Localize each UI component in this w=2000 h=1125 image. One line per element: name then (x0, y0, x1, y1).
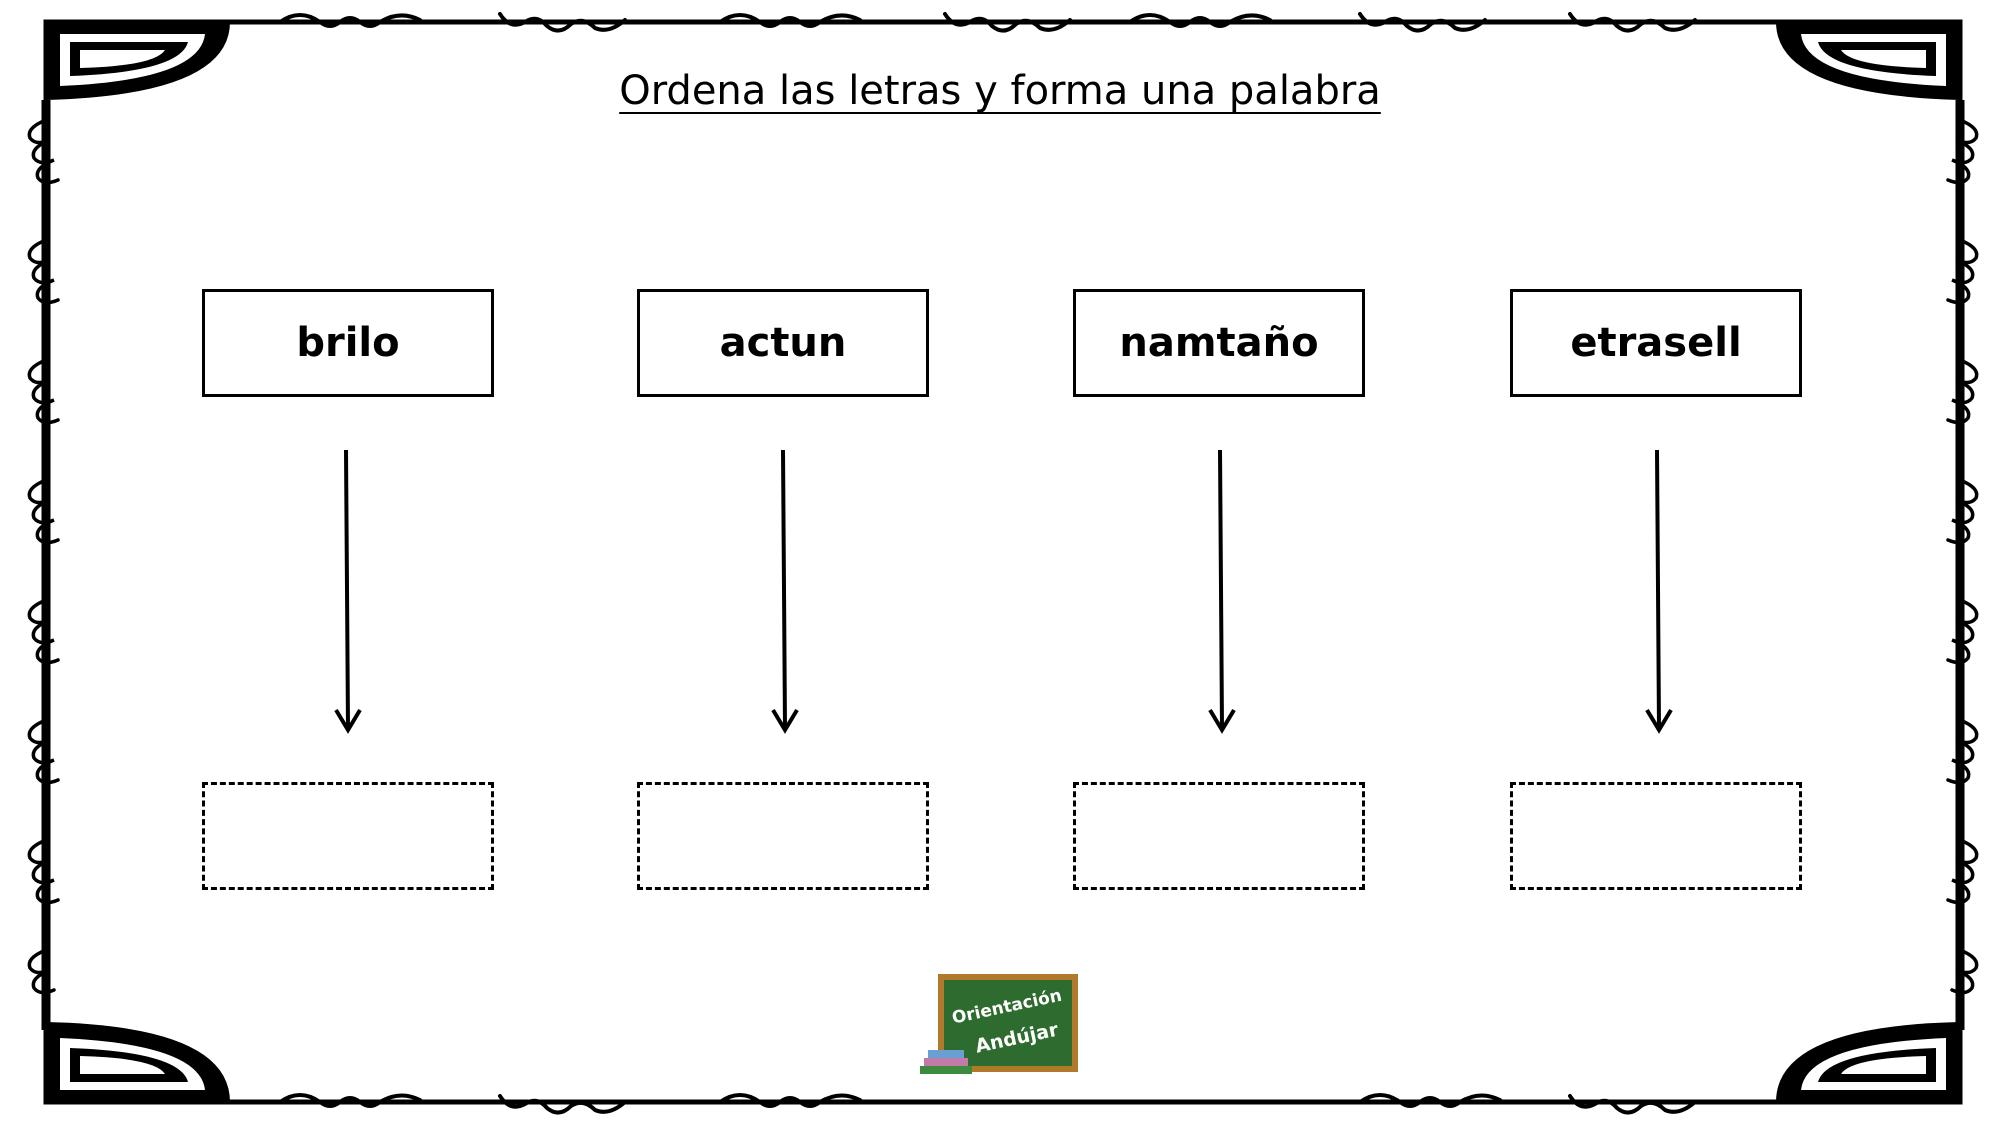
corner-ornament-top-right (1776, 22, 1960, 100)
down-arrow-icon (1645, 450, 1673, 734)
corner-ornament-bottom-left (46, 1022, 230, 1102)
corner-ornament-top-left (46, 22, 230, 100)
answer-box-3[interactable] (1073, 782, 1365, 890)
page-title: Ordena las letras y forma una palabra (619, 68, 1381, 114)
down-arrow-icon (771, 450, 799, 734)
down-arrow-icon (334, 450, 362, 734)
down-arrow-icon (1208, 450, 1236, 734)
answer-box-4[interactable] (1510, 782, 1802, 890)
scrambled-word-box-2: actun (637, 289, 929, 397)
scrambled-word-box-3: namtaño (1073, 289, 1365, 397)
answer-box-1[interactable] (202, 782, 494, 890)
corner-ornament-bottom-right (1776, 1022, 1960, 1102)
orientacion-andujar-logo: Orientación Andújar (920, 974, 1078, 1074)
scrambled-word-box-4: etrasell (1510, 289, 1802, 397)
scrambled-word-box-1: brilo (202, 289, 494, 397)
answer-box-2[interactable] (637, 782, 929, 890)
